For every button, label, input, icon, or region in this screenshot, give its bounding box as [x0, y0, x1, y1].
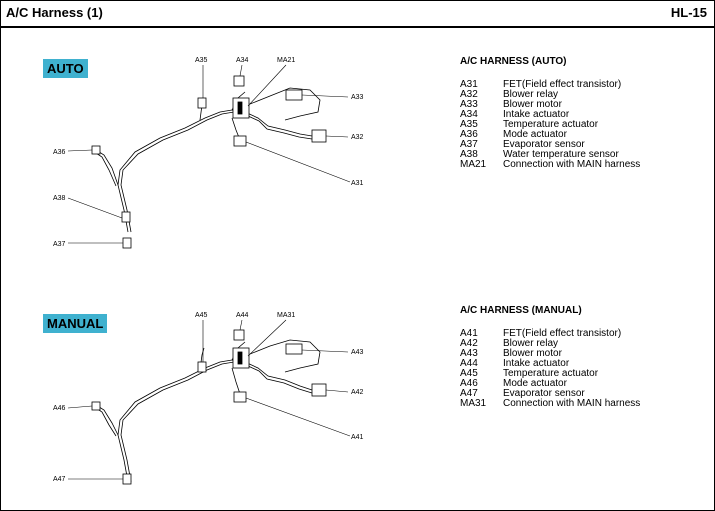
auto-badge: AUTO	[43, 59, 88, 78]
callout-a32: A32	[351, 134, 364, 141]
manual-badge: MANUAL	[43, 314, 108, 333]
legend-item: A34 Intake actuator	[460, 110, 640, 120]
auto-leader-lines	[67, 64, 351, 244]
callout-a46: A46	[53, 405, 66, 412]
legend-item-code: A44	[460, 358, 478, 369]
legend-item: A35 Temperature actuator	[460, 120, 640, 130]
page-header: A/C Harness (1) HL-15	[0, 0, 715, 28]
callout-a43: A43	[351, 349, 364, 356]
manual-leader-lines	[67, 319, 351, 480]
legend-item-desc: Evaporator sensor	[503, 388, 585, 399]
callout-a37: A37	[53, 241, 66, 248]
page-number: HL-15	[670, 5, 707, 20]
legend-item: A37 Evaporator sensor	[460, 140, 640, 150]
legend-item: A42 Blower relay	[460, 339, 640, 349]
legend-item-desc: Intake actuator	[503, 109, 570, 120]
legend-item-desc: Connection with MAIN harness	[503, 159, 641, 170]
callout-a36: A36	[53, 149, 66, 156]
legend-item-code: A34	[460, 109, 478, 120]
auto-legend: A/C HARNESS (AUTO) A31 FET(Field effect t…	[460, 57, 640, 170]
page-title: A/C Harness (1)	[6, 5, 103, 20]
manual-connectors	[91, 329, 327, 485]
legend-item-desc: FET(Field effect transistor)	[503, 79, 622, 90]
legend-item-code: A37	[460, 139, 478, 150]
auto-callouts: A35 A34 MA21 A33 A32 A31 A36 A38 A37	[53, 57, 364, 248]
legend-item-desc: Connection with MAIN harness	[503, 398, 641, 409]
legend-item-desc: Water temperature sensor	[503, 149, 619, 160]
legend-item-desc: FET(Field effect transistor)	[503, 328, 622, 339]
auto-connectors	[91, 75, 327, 249]
legend-item-desc: Mode actuator	[503, 378, 567, 389]
manual-harness-drawing	[95, 339, 321, 483]
legend-item: A32 Blower relay	[460, 90, 640, 100]
legend-item-desc: Intake actuator	[503, 358, 570, 369]
legend-item: MA21 Connection with MAIN harness	[460, 160, 640, 170]
legend-item: A44 Intake actuator	[460, 359, 640, 369]
legend-item: A46 Mode actuator	[460, 379, 640, 389]
legend-item: A38 Water temperature sensor	[460, 150, 640, 160]
callout-a35: A35	[195, 57, 208, 64]
legend-item-desc: Evaporator sensor	[503, 139, 585, 150]
auto-harness-drawing	[95, 87, 321, 233]
legend-item-code: A42	[460, 338, 478, 349]
legend-item: A33 Blower motor	[460, 100, 640, 110]
legend-item-code: A33	[460, 99, 478, 110]
legend-item: A47 Evaporator sensor	[460, 389, 640, 399]
legend-item-code: A46	[460, 378, 478, 389]
callout-a41: A41	[351, 434, 364, 441]
legend-item-code: A43	[460, 348, 478, 359]
legend-item-code: A32	[460, 89, 478, 100]
legend-item: A43 Blower motor	[460, 349, 640, 359]
manual-legend-title: A/C HARNESS (MANUAL)	[460, 305, 582, 316]
legend-item-code: A45	[460, 368, 478, 379]
legend-item: A41 FET(Field effect transistor)	[460, 329, 640, 339]
legend-item: A31 FET(Field effect transistor)	[460, 80, 640, 90]
legend-item-code: A35	[460, 119, 478, 130]
legend-item: A45 Temperature actuator	[460, 369, 640, 379]
manual-callouts: A45 A44 MA31 A43 A42 A41 A46 A47	[53, 312, 364, 483]
legend-item-desc: Blower motor	[503, 99, 562, 110]
legend-item-code: A38	[460, 149, 478, 160]
callout-a38: A38	[53, 195, 66, 202]
callout-a34: A34	[236, 57, 249, 64]
callout-a47: A47	[53, 476, 66, 483]
callout-a45: A45	[195, 312, 208, 319]
legend-item: MA31 Connection with MAIN harness	[460, 399, 640, 409]
legend-item-desc: Temperature actuator	[503, 119, 599, 130]
callout-a42: A42	[351, 389, 364, 396]
legend-item-desc: Blower relay	[503, 89, 559, 100]
legend-item-code: A47	[460, 388, 478, 399]
legend-item-code: A36	[460, 129, 478, 140]
legend-item-desc: Mode actuator	[503, 129, 567, 140]
legend-item-code: MA21	[460, 159, 487, 170]
legend-item-code: A41	[460, 328, 478, 339]
legend-item-code: A31	[460, 79, 478, 90]
callout-a44: A44	[236, 312, 249, 319]
legend-item-desc: Temperature actuator	[503, 368, 599, 379]
callout-a31: A31	[351, 180, 364, 187]
callout-ma31: MA31	[277, 312, 295, 319]
legend-item-code: MA31	[460, 398, 487, 409]
manual-legend: A/C HARNESS (MANUAL) A41 FET(Field effect…	[460, 306, 640, 409]
callout-a33: A33	[351, 94, 364, 101]
legend-item-desc: Blower motor	[503, 348, 562, 359]
auto-legend-title: A/C HARNESS (AUTO)	[460, 56, 567, 67]
legend-item-desc: Blower relay	[503, 338, 559, 349]
callout-ma21: MA21	[277, 57, 295, 64]
legend-item: A36 Mode actuator	[460, 130, 640, 140]
